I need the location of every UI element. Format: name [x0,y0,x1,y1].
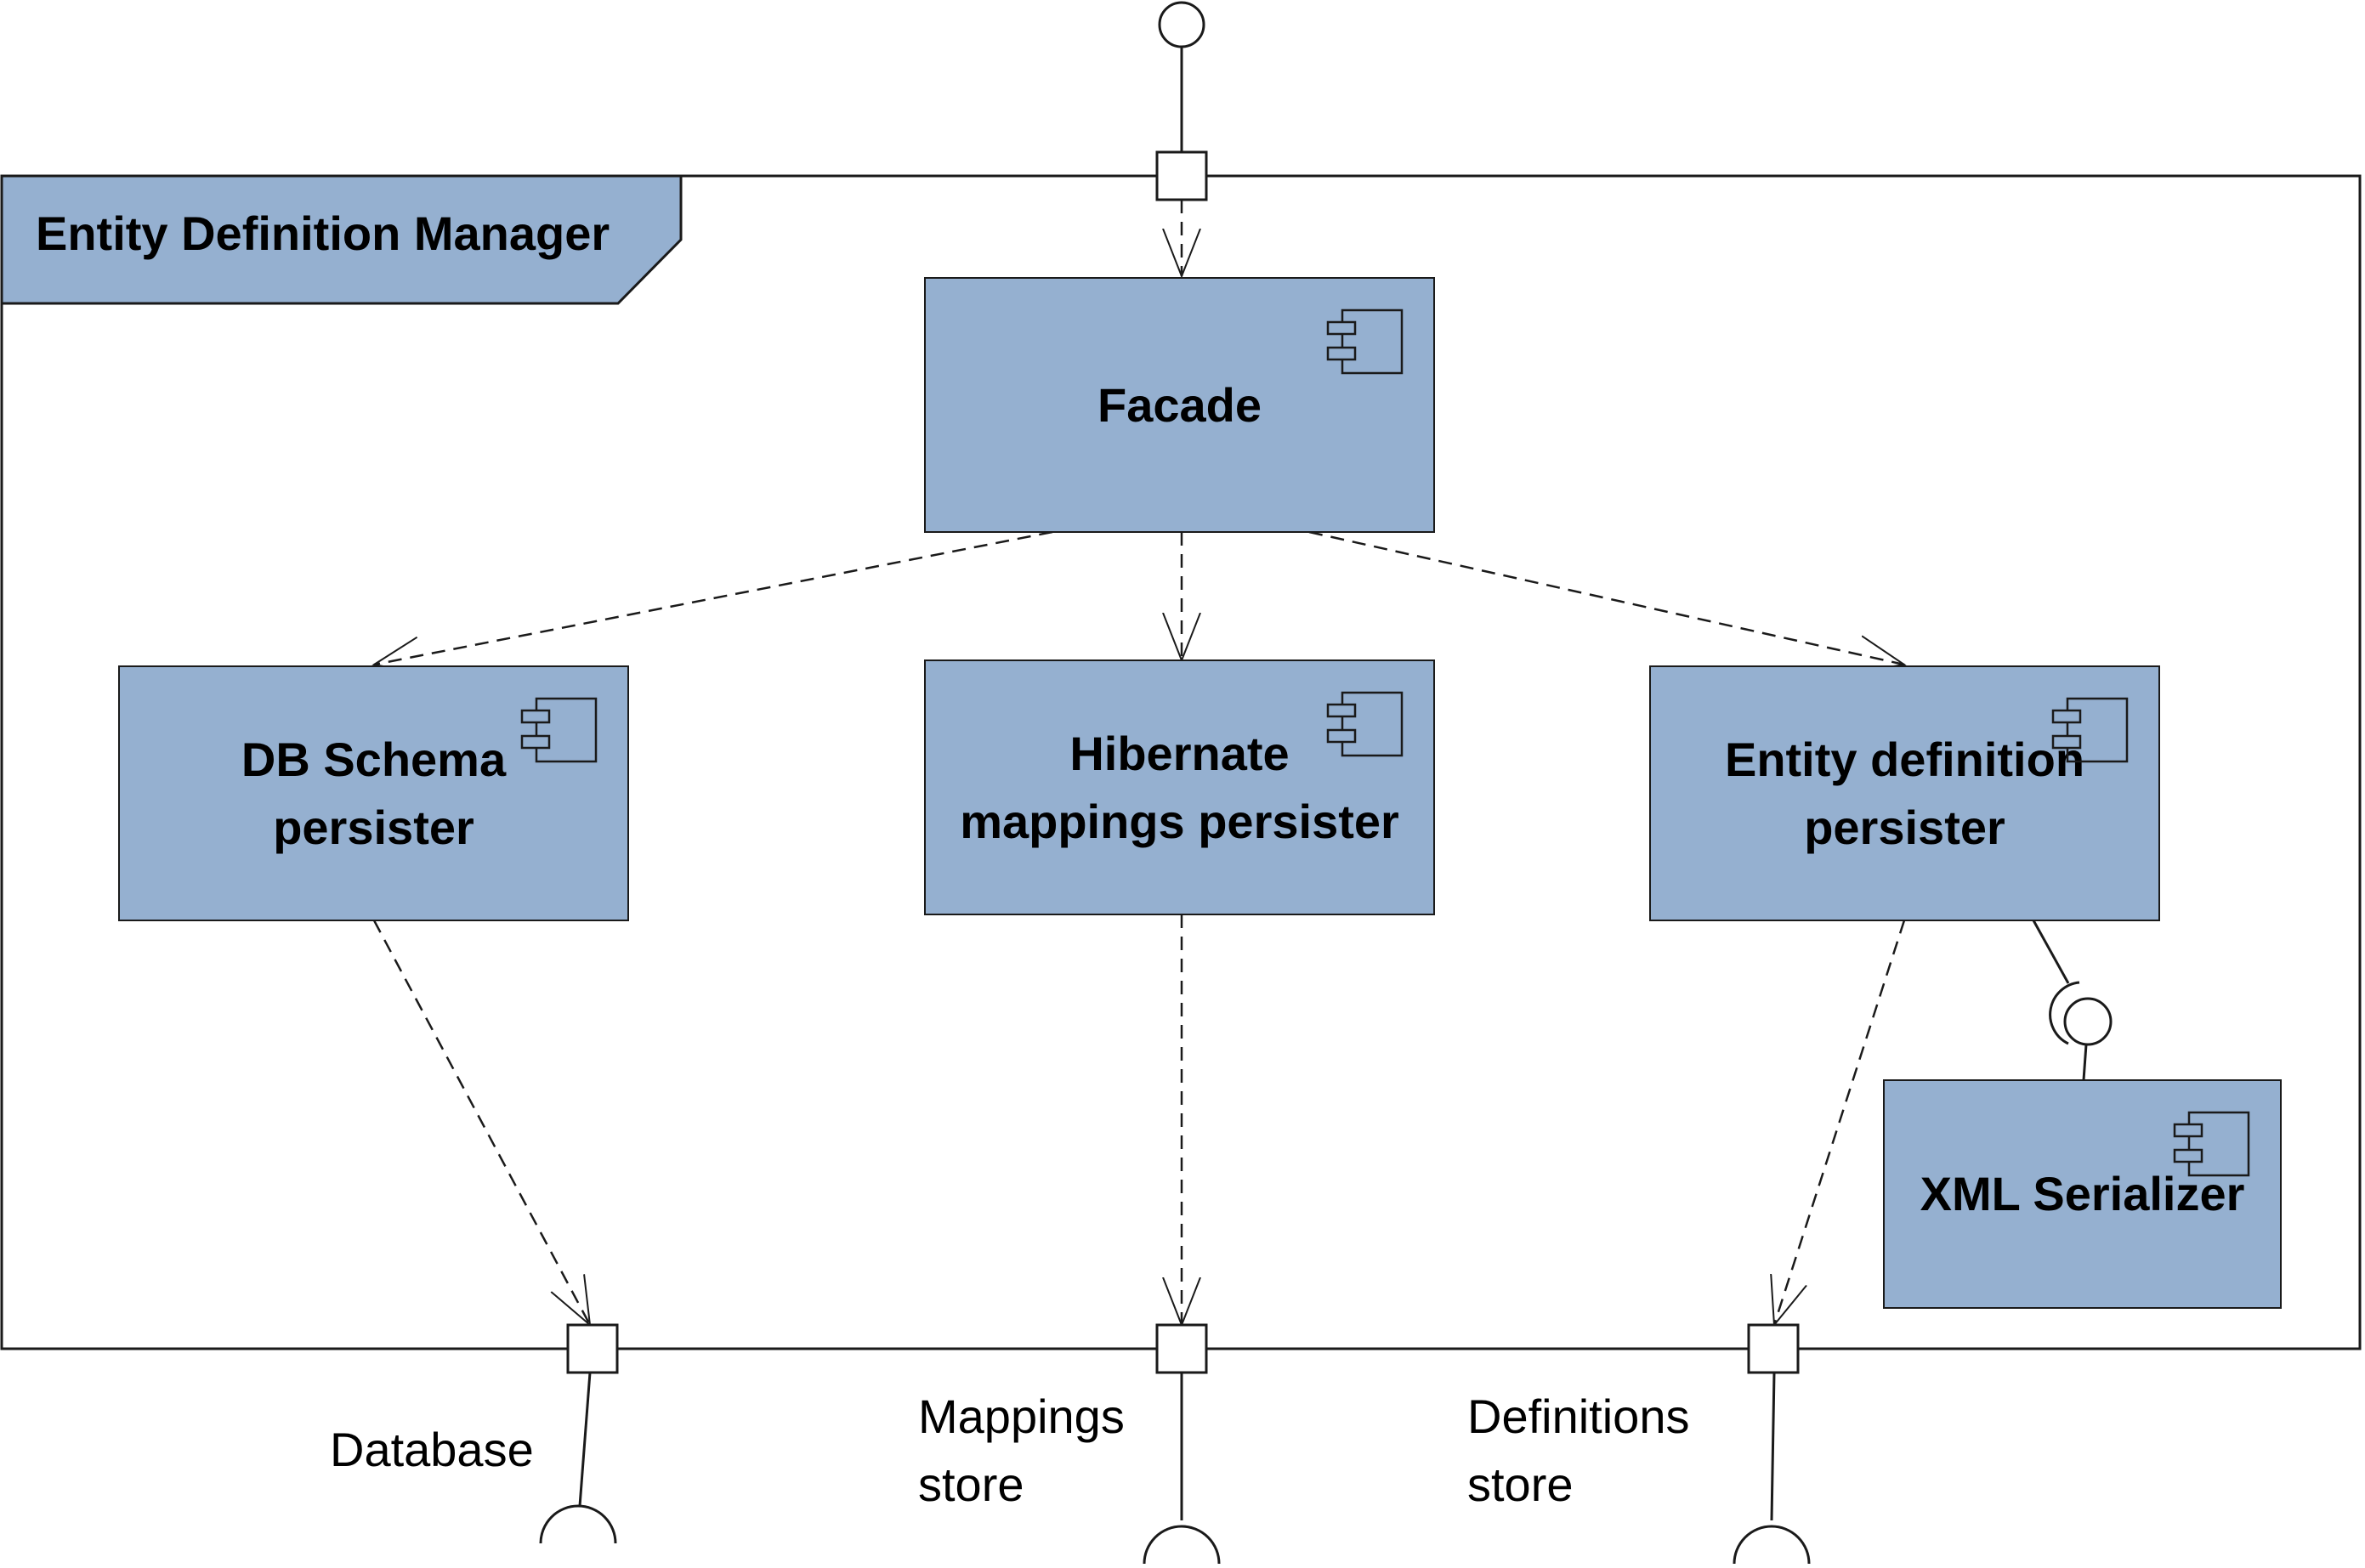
port-definitions [1747,1323,1800,1374]
component-icon [1326,309,1404,375]
assembly-connector [2082,1044,2088,1081]
entity-definition-persister-label: Entity definition persister [1724,732,2085,854]
dependency-arrow [1308,530,1904,665]
provided-interface-icon [2063,997,2113,1046]
db-schema-persister-label: DB Schema persister [241,732,507,854]
frame-title-tab [0,174,683,305]
required-interface-socket [539,1504,617,1544]
component-icon [520,697,598,763]
dependency-arrow [372,920,590,1325]
provided-interface-icon [1158,1,1205,48]
assembly-connector [2032,920,2070,984]
component-icon [2173,1111,2250,1177]
port-top [1155,150,1208,201]
mappings-store-port-label: Mappings store [918,1390,1125,1511]
xml-serializer-component: XML Serializer [1883,1079,2282,1309]
interface-connector [1770,1372,1776,1521]
facade-label: Facade [1097,377,1262,432]
facade-component: Facade [924,277,1435,533]
xml-serializer-label: XML Serializer [1920,1167,2245,1220]
hibernate-mappings-persister-component: Hibernate mappings persister [924,659,1435,915]
frame-title: Entity Definition Manager [36,207,610,260]
required-interface-socket [1733,1525,1811,1565]
port-mappings [1155,1323,1208,1374]
port-database [566,1323,619,1374]
interface-connector [578,1372,592,1507]
component-icon [1326,691,1404,757]
entity-definition-persister-component: Entity definition persister [1649,665,2160,921]
definitions-store-port-label: Definitions store [1467,1390,1690,1511]
hibernate-mappings-persister-label: Hibernate mappings persister [960,726,1399,848]
component-icon [2051,697,2129,763]
dependency-arrow [1774,920,1906,1325]
dependency-arrow [374,530,1053,665]
required-interface-socket [1143,1525,1221,1565]
required-interface-socket [2049,981,2080,1045]
database-port-label: Database [330,1423,534,1476]
db-schema-persister-component: DB Schema persister [118,665,629,921]
